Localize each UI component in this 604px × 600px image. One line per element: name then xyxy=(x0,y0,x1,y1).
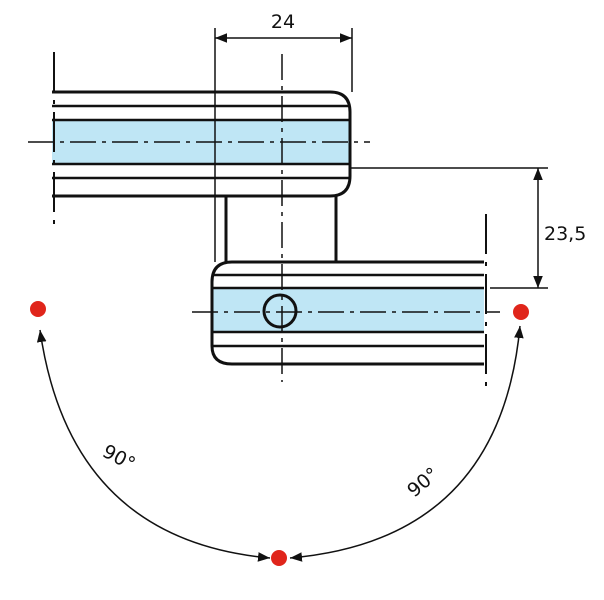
lower-leaf xyxy=(192,214,500,392)
right-angle-label: 90° xyxy=(403,463,443,502)
offset-dimension-label: 23,5 xyxy=(544,223,586,245)
swing-arcs: 90° 90° xyxy=(36,325,524,562)
bottom-pivot-marker-icon xyxy=(271,550,287,566)
right-swing-arc xyxy=(289,325,524,562)
hinge-stem xyxy=(224,196,338,262)
screw-icon xyxy=(262,293,298,329)
left-angle-label: 90° xyxy=(99,440,139,475)
right-pivot-marker-icon xyxy=(513,304,529,320)
width-dimension-label: 24 xyxy=(271,11,295,33)
width-dimension: 24 xyxy=(214,11,353,262)
left-pivot-marker-icon xyxy=(30,301,46,317)
upper-leaf xyxy=(28,52,370,230)
lower-glass-strip xyxy=(212,288,484,332)
upper-leaf-outline xyxy=(52,90,352,198)
left-swing-arc xyxy=(36,329,271,562)
offset-dimension: 23,5 xyxy=(350,167,586,289)
